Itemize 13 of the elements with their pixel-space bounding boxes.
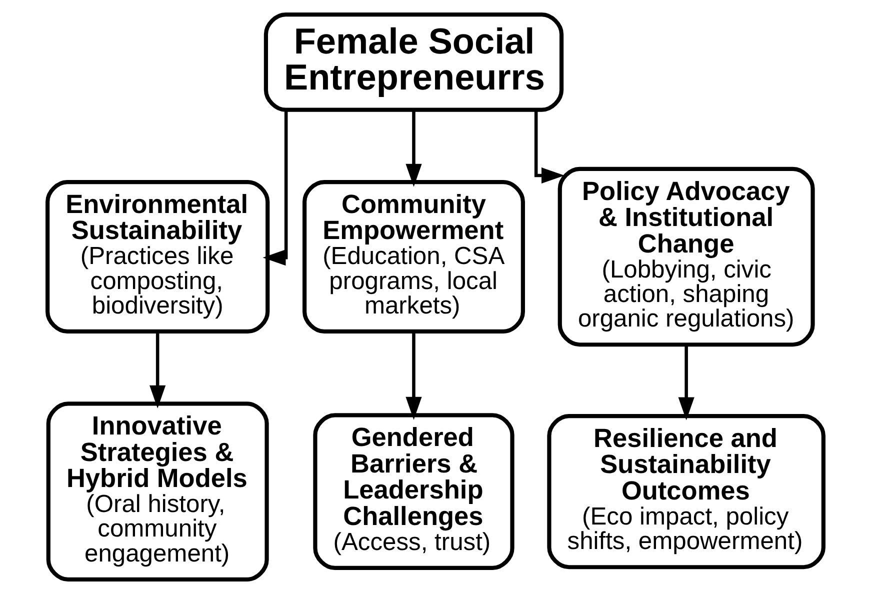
node-box: Resilience and Sustainability Outcomes (Eco impact, policy shifts, empowerment): [546, 414, 825, 570]
node-box: Female Social Entrepreneurrs: [263, 12, 564, 112]
node-box: Environmental Sustainability (Practices like composting, biodiversity): [45, 180, 270, 334]
arrow: [405, 110, 422, 187]
arrow: [405, 332, 422, 420]
arrow: [262, 110, 288, 266]
arrow: [534, 110, 564, 184]
node-box: Gendered Barriers & Leadership Challenges (Access, trust): [312, 413, 514, 570]
node-box: Community Empowerment (Education, CSA programs, local markets): [302, 180, 524, 334]
node-box: Policy Advocacy & Institutional Change (Lobbying, civic action, shaping organic regulations): [557, 166, 814, 347]
arrow: [678, 344, 694, 420]
node-box: Innovative Strategies & Hybrid Models (Oral history, community engagement): [46, 402, 268, 582]
arrow: [149, 332, 166, 408]
